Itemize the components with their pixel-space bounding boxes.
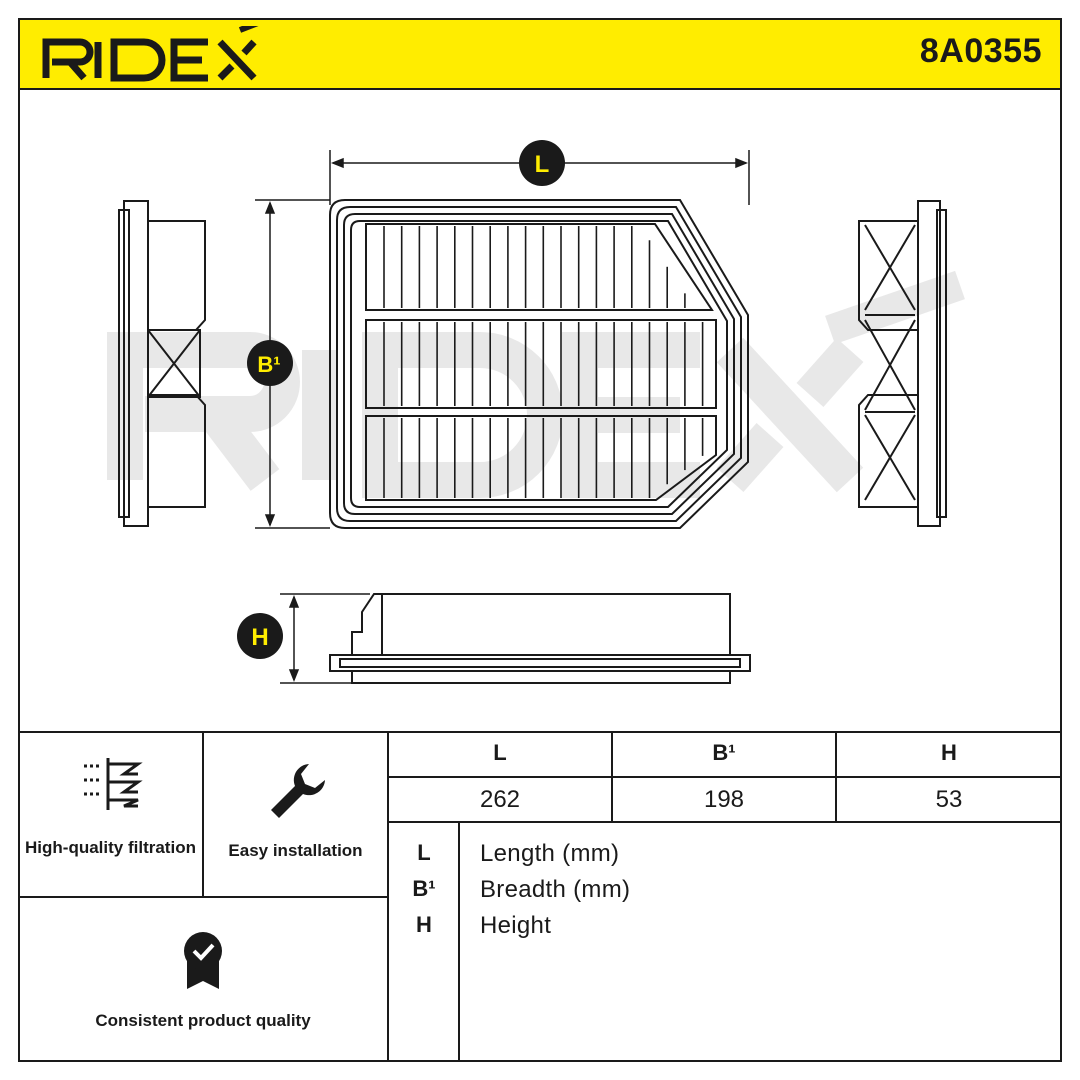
table-value-length: 262 (479, 786, 521, 813)
table-header-breadth: B¹ (712, 740, 736, 765)
feature-quality: Consistent product quality (18, 897, 388, 1062)
marker-length: L (519, 140, 565, 186)
table-header-length: L (493, 740, 507, 765)
filter-pleats (383, 226, 704, 498)
table-value-height: 53 (935, 786, 963, 813)
table-value-breadth: 198 (703, 786, 745, 813)
left-side-view (118, 200, 206, 527)
table-header-height: H (941, 740, 957, 765)
legend-desc-length: Length (mm) (480, 840, 620, 867)
marker-height: H (237, 613, 283, 659)
svg-text:H: H (251, 624, 268, 651)
legend-key-height: H (416, 912, 432, 937)
header-bar: 8A0355 (18, 18, 1062, 90)
part-number: 8A0355 (919, 32, 1042, 70)
feature-quality-label: Consistent product quality (95, 1011, 311, 1030)
quality-badge-icon (184, 932, 222, 989)
feature-filtration: High-quality filtration (18, 732, 203, 897)
front-view (329, 593, 751, 684)
legend-key-length: L (417, 840, 431, 865)
ridex-logo (42, 26, 259, 82)
top-view (329, 199, 749, 529)
feature-installation-label: Easy installation (228, 841, 363, 860)
legend-key-breadth: B¹ (412, 876, 436, 901)
svg-text:L: L (535, 151, 550, 178)
legend-desc-height: Height (480, 912, 552, 939)
right-side-view (858, 200, 947, 527)
marker-breadth: B¹ (247, 340, 293, 386)
svg-text:B¹: B¹ (257, 352, 280, 377)
feature-installation: Easy installation (203, 732, 388, 897)
page-frame (18, 18, 1062, 1062)
wrench-icon (271, 764, 325, 818)
legend-desc-breadth: Breadth (mm) (480, 876, 631, 903)
filtration-icon (84, 758, 143, 810)
feature-filtration-label: High-quality filtration (25, 838, 196, 857)
